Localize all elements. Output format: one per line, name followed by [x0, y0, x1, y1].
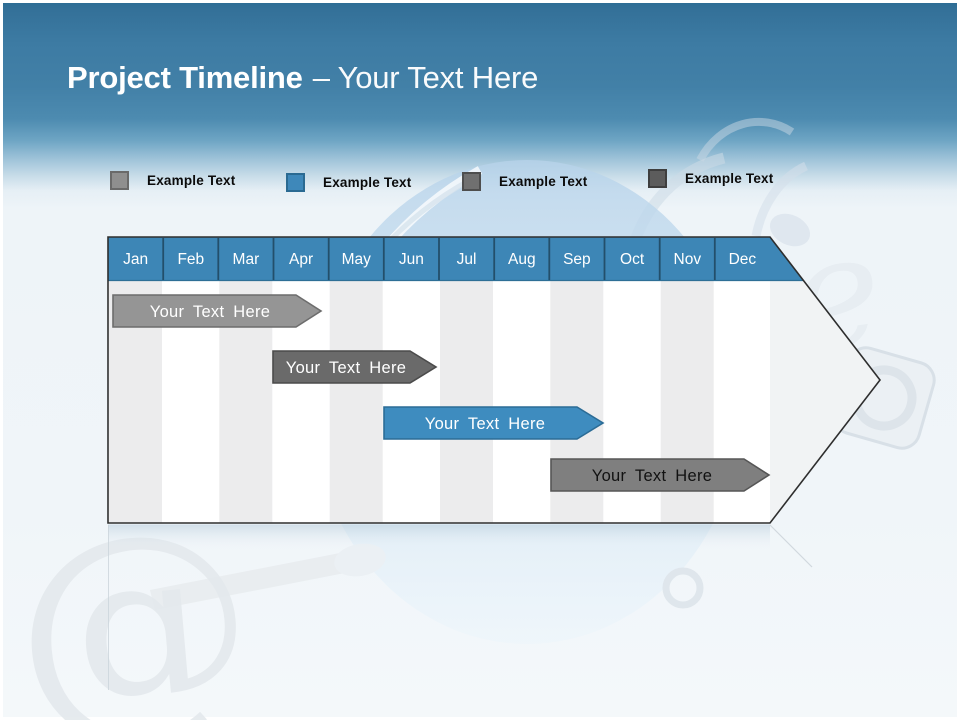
legend-label: Example Text	[499, 174, 588, 189]
slide-title[interactable]: Project Timeline – Your Text Here	[67, 60, 538, 96]
timeline-outline	[107, 236, 882, 524]
tool-head-decor	[769, 213, 811, 247]
legend-item-2[interactable]: Example Text	[286, 173, 411, 192]
tool-arc-decor	[696, 117, 795, 162]
arrowhead	[770, 237, 880, 523]
column-stripe	[384, 281, 438, 523]
month-label[interactable]: Feb	[177, 251, 204, 268]
legend-swatch-charcoal-icon	[648, 169, 667, 188]
gantt-bar-shape	[550, 458, 771, 492]
ring-decor	[662, 567, 704, 609]
gantt-bar-label: Your Text Here	[150, 303, 270, 321]
legend-swatch-blue-icon	[286, 173, 305, 192]
month-label[interactable]: Jul	[457, 251, 477, 268]
month-label[interactable]: Jun	[399, 251, 424, 268]
title-main: Project Timeline	[67, 60, 303, 95]
wrench-head-decor	[334, 543, 386, 577]
timeline-arrow: Jan Feb Mar Apr May Jun Jul Aug Sep Oct …	[107, 236, 882, 524]
month-label[interactable]: Sep	[563, 251, 591, 268]
legend-item-4[interactable]: Example Text	[648, 169, 773, 188]
month-dividers	[162, 238, 716, 280]
legend-item-3[interactable]: Example Text	[462, 172, 587, 191]
gantt-bar-4[interactable]: Your Text Here	[550, 458, 771, 492]
month-label[interactable]: Aug	[508, 251, 536, 268]
month-label[interactable]: Oct	[620, 251, 645, 268]
title-suffix: – Your Text Here	[312, 60, 539, 95]
gantt-bar-3[interactable]: Your Text Here	[383, 406, 605, 440]
gantt-bar-1[interactable]: Your Text Here	[112, 294, 323, 328]
legend-label: Example Text	[147, 173, 236, 188]
legend-swatch-darkgray-icon	[462, 172, 481, 191]
gantt-bar-shape	[272, 350, 438, 384]
wrench-decor	[150, 552, 350, 610]
column-stripe	[495, 281, 549, 523]
column-stripe	[329, 281, 383, 523]
legend-item-1[interactable]: Example Text	[110, 171, 235, 190]
month-labels: Jan Feb Mar Apr May Jun Jul Aug Sep Oct …	[123, 251, 756, 268]
gantt-bar-label: Your Text Here	[425, 415, 545, 433]
legend-swatch-gray-icon	[110, 171, 129, 190]
month-label[interactable]: May	[342, 251, 372, 268]
month-label[interactable]: Mar	[233, 251, 260, 268]
gantt-bar-2[interactable]: Your Text Here	[272, 350, 438, 384]
gantt-bars: Your Text Here Your Text Here Your Text …	[112, 294, 771, 492]
legend-label: Example Text	[685, 171, 774, 186]
month-label[interactable]: Dec	[729, 251, 757, 268]
gantt-bar-shape	[112, 294, 323, 328]
gantt-bar-label: Your Text Here	[592, 467, 712, 485]
tool-arc-decor	[751, 161, 809, 237]
month-label[interactable]: Nov	[674, 251, 702, 268]
gantt-bar-shape	[383, 406, 605, 440]
month-header[interactable]	[108, 237, 803, 280]
legend-label: Example Text	[323, 175, 412, 190]
month-label[interactable]: Apr	[289, 251, 313, 268]
gantt-bar-label: Your Text Here	[286, 359, 406, 377]
month-label[interactable]: Jan	[123, 251, 148, 268]
timeline-reflection	[108, 524, 813, 690]
column-stripe	[440, 281, 493, 523]
